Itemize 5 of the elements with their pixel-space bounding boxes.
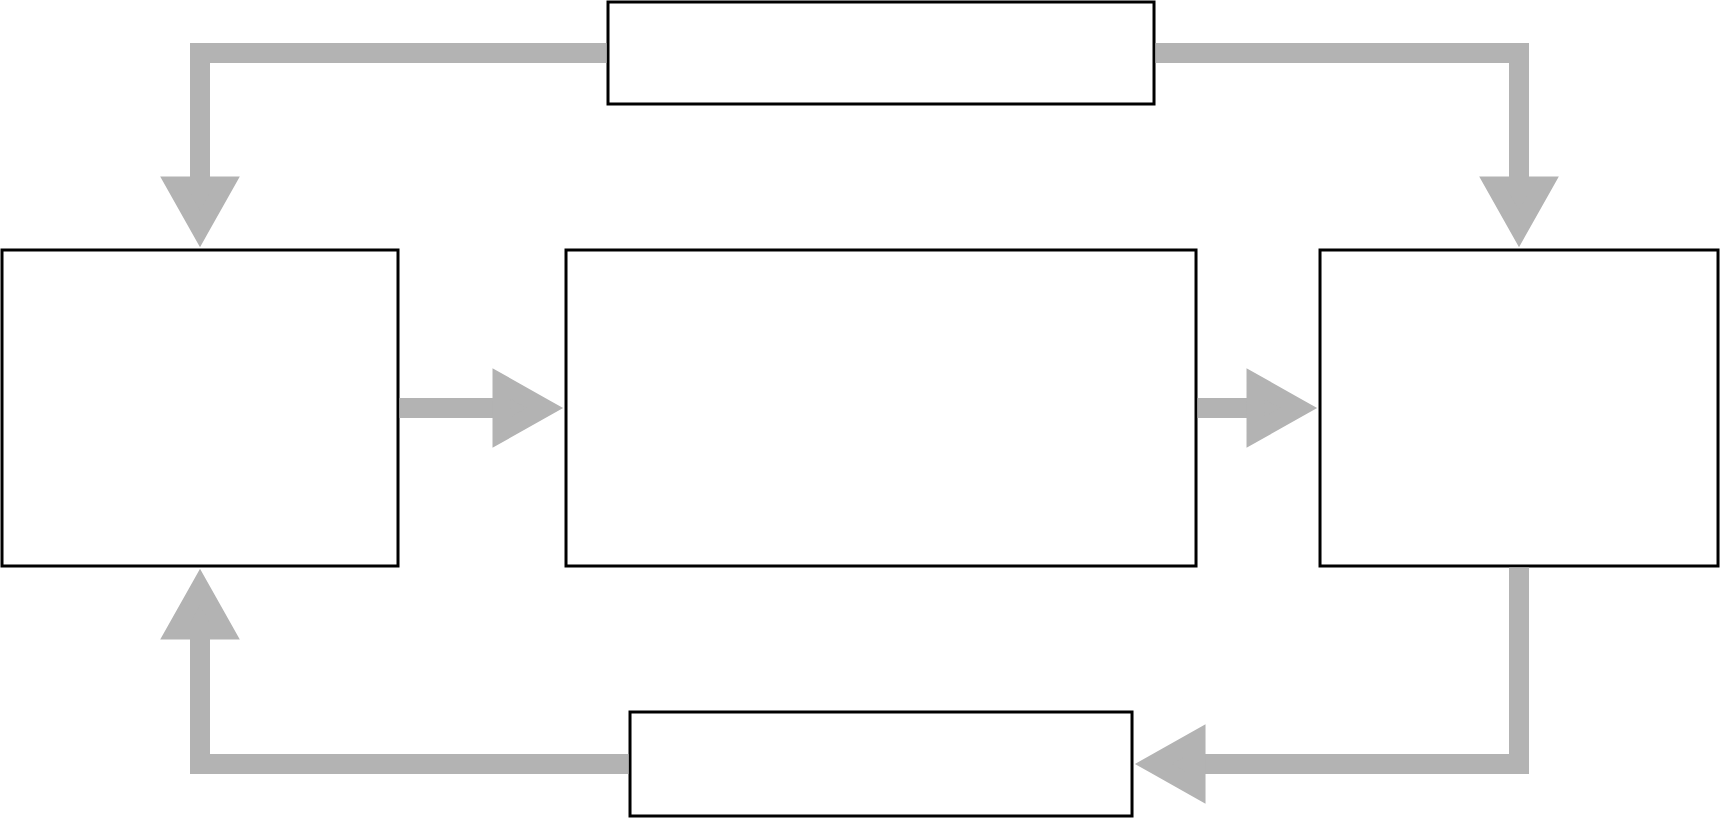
empty-box bbox=[564, 248, 1198, 568]
empty-box bbox=[1318, 248, 1720, 568]
empty-box bbox=[0, 248, 400, 568]
empty-box bbox=[628, 710, 1134, 818]
empty-box bbox=[606, 0, 1156, 106]
